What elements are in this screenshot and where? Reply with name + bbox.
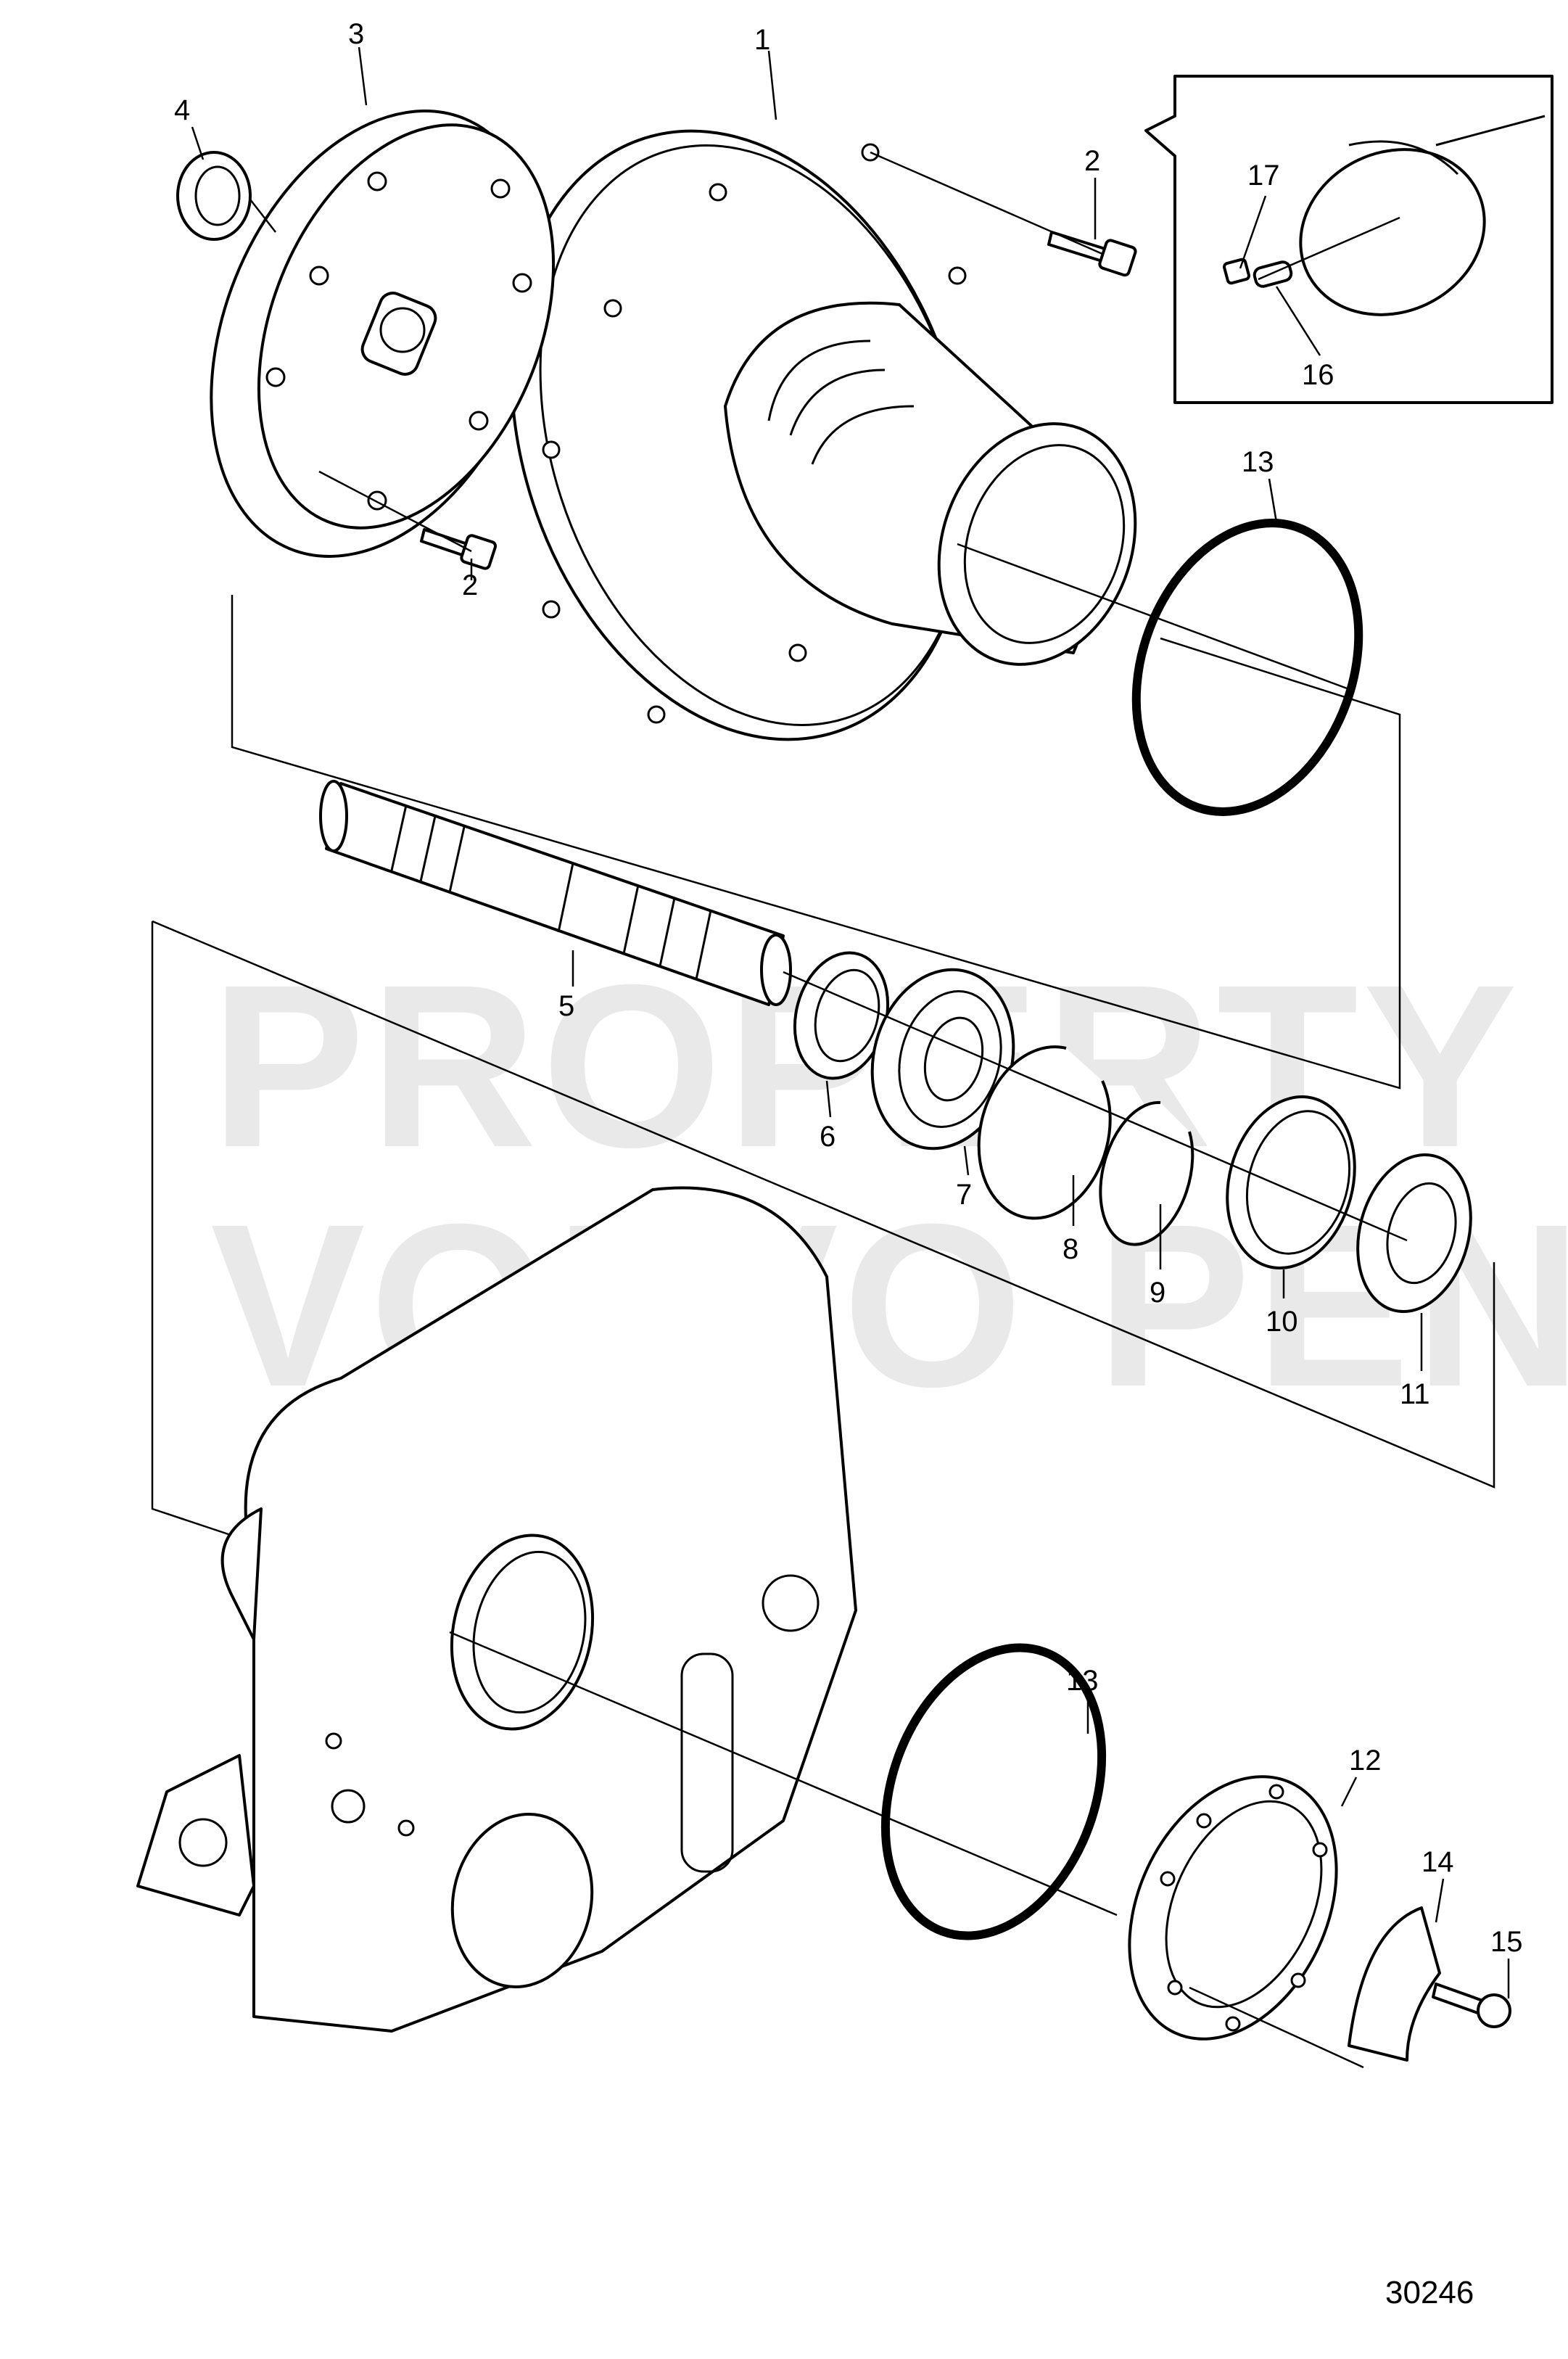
callout-labels: 1 2 2 3 4 5 6 7 8 9 10 11 12 13 13 14 15… xyxy=(174,18,1523,1958)
callout-17: 17 xyxy=(1247,160,1280,192)
callout-13-upper: 13 xyxy=(1242,446,1274,478)
part-11-seal xyxy=(1356,1153,1472,1314)
document-number: 30246 xyxy=(1385,2275,1474,2310)
lower-alignment-frame-left xyxy=(151,921,240,1539)
part-1-flange-housing xyxy=(510,129,1137,741)
callout-12: 12 xyxy=(1349,1745,1382,1777)
callout-6: 6 xyxy=(820,1121,835,1153)
callout-11: 11 xyxy=(1400,1378,1430,1410)
part-12-flange-plate xyxy=(1128,1775,1338,2041)
part-15-screw xyxy=(1432,1983,1511,2028)
callout-1: 1 xyxy=(754,24,770,56)
callout-15: 15 xyxy=(1490,1926,1523,1958)
part-2-screw-lower xyxy=(420,528,498,570)
part-5-splined-shaft xyxy=(319,780,792,1006)
callout-14: 14 xyxy=(1421,1846,1454,1878)
callout-16: 16 xyxy=(1302,359,1334,391)
upper-alignment-frame xyxy=(231,595,1401,1090)
part-7-ball-bearing xyxy=(870,968,1015,1150)
callout-5: 5 xyxy=(558,990,574,1022)
part-14-bracket xyxy=(1348,1906,1441,2062)
lower-alignment-frame-right xyxy=(152,920,1495,1489)
callout-9: 9 xyxy=(1150,1277,1165,1309)
callout-10: 10 xyxy=(1266,1306,1298,1338)
gear-housing xyxy=(136,1186,857,2033)
part-10-sleeve xyxy=(1226,1095,1356,1269)
callout-8: 8 xyxy=(1062,1233,1078,1265)
callout-2-upper: 2 xyxy=(1084,145,1100,177)
callout-4: 4 xyxy=(174,94,190,126)
callout-7: 7 xyxy=(956,1179,972,1211)
callout-2-lower: 2 xyxy=(462,569,478,601)
part-17-screw xyxy=(1223,258,1250,285)
part-3-cover-plate xyxy=(210,110,556,558)
alignment-frames xyxy=(151,595,1495,1539)
callout-3: 3 xyxy=(348,18,364,50)
part-2-screw-upper xyxy=(1047,231,1137,277)
part-13-o-ring-upper xyxy=(1131,519,1363,816)
callout-13-lower: 13 xyxy=(1066,1665,1099,1697)
part-13-o-ring-lower xyxy=(880,1643,1107,1940)
leader-lines xyxy=(191,46,1510,2069)
part-4-seal-ring xyxy=(176,151,252,241)
part-8-circlip xyxy=(977,1045,1112,1220)
